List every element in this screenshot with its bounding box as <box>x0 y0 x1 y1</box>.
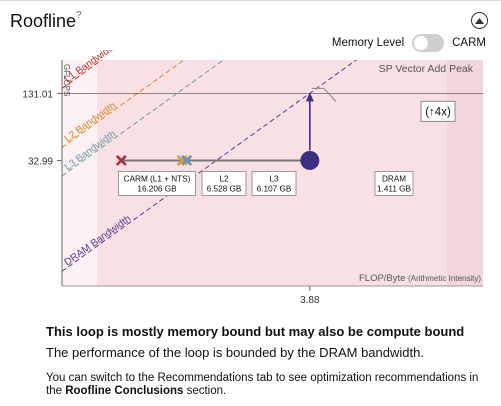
speedup-callout-text: (↑4x) <box>425 106 451 118</box>
point-marker-3 <box>300 150 320 170</box>
toggle-label-memory-level: Memory Level <box>331 37 405 49</box>
hint-roofline-conclusions: Roofline Conclusions <box>65 385 184 397</box>
y-tick-label-1: 32.99 <box>28 156 53 167</box>
point-label-traffic-1: 6.528 GB <box>207 184 242 193</box>
point-label-name-3: DRAM <box>382 174 406 183</box>
point-label-box-3 <box>374 170 414 196</box>
point-label-traffic-3: 1.411 GB <box>377 184 412 193</box>
toggle-knob[interactable] <box>414 36 429 50</box>
point-label-box-0 <box>118 170 196 196</box>
x-axis-label-sub: (Arithmetic Intensity) <box>408 274 481 283</box>
point-marker-2 <box>181 155 193 166</box>
y-tick-label-0: 131.01 <box>22 89 53 100</box>
memory-level-toggle-row: Memory Level CARM <box>332 34 486 52</box>
toggle-label-carm: CARM <box>452 37 486 49</box>
point-label-traffic-0: 16.206 GB <box>137 184 177 193</box>
point-label-name-0: CARM (L1 + NTS) <box>124 174 191 183</box>
help-icon[interactable]: ? <box>76 10 82 21</box>
bandwidth-line-3 <box>62 60 358 272</box>
peak-label: SP Vector Add Peak <box>379 63 474 75</box>
point-label-traffic-2: 6.107 GB <box>257 184 292 193</box>
speedup-callout-box <box>420 100 456 122</box>
hint-prefix: You can switch to the Recommendations ta… <box>46 372 479 397</box>
speedup-callout-leader <box>311 87 337 102</box>
plot-region-shade-right <box>447 60 483 286</box>
summary-headline: This loop is mostly memory bound but may… <box>46 324 465 339</box>
memory-carm-toggle-switch[interactable] <box>412 34 445 52</box>
summary-detail: The performance of the loop is bounded b… <box>46 345 424 360</box>
hint-suffix: section. <box>183 385 227 397</box>
top-divider <box>0 0 501 1</box>
x-tick-label-0: 3.88 <box>300 295 320 306</box>
point-label-box-1 <box>201 170 247 196</box>
x-axis-label: FLOP/Byte (Arithmetic Intensity) <box>359 273 481 284</box>
point-label-name-2: L3 <box>269 174 279 183</box>
point-label-name-1: L2 <box>219 174 229 183</box>
x-axis-label-main: FLOP/Byte <box>359 273 408 284</box>
panel-title: Roofline <box>10 11 77 31</box>
point-marker-0 <box>115 155 127 166</box>
summary-hint: You can switch to the Recommendations ta… <box>46 372 486 398</box>
speedup-arrow-head <box>305 92 314 102</box>
y-axis-label: GFLOPS <box>62 64 71 96</box>
point-label-box-2 <box>251 170 297 196</box>
collapse-chevron-up-icon[interactable] <box>471 12 488 29</box>
